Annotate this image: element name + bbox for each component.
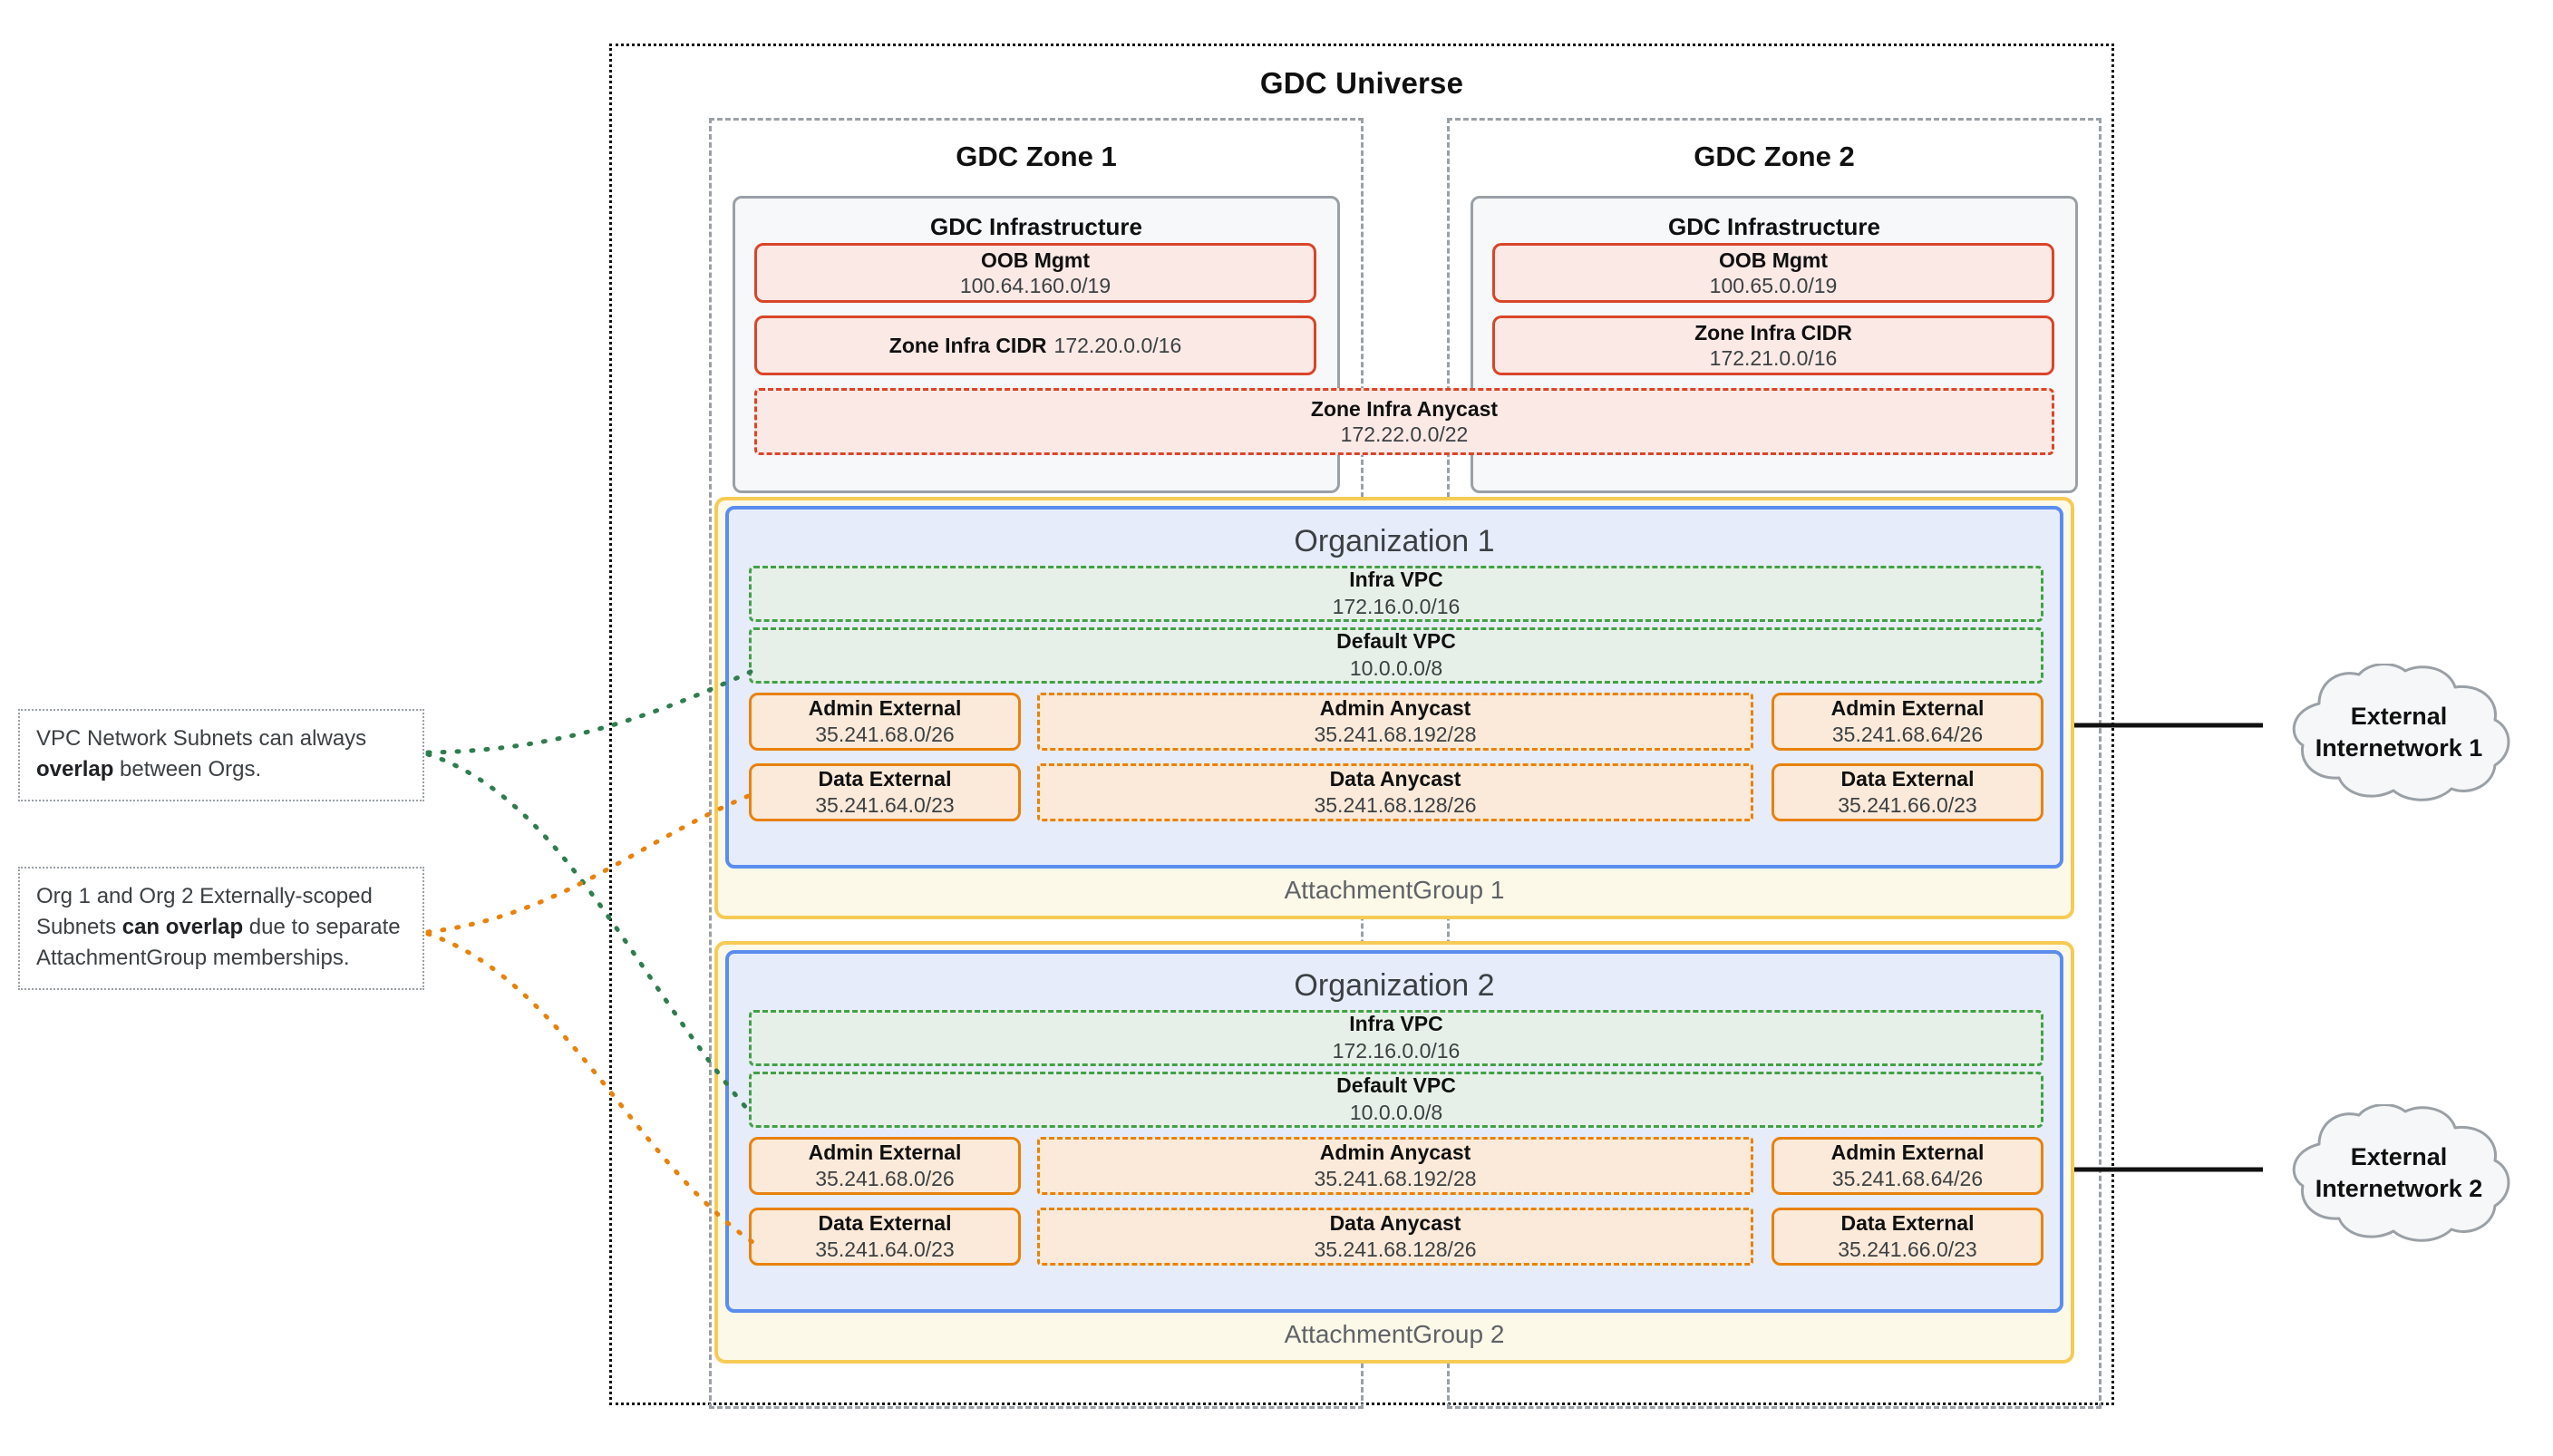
- callout-1-emphasis: overlap: [36, 757, 114, 782]
- callout-2-text-after: due to separate AttachmentGroup membersh…: [36, 915, 401, 971]
- attachment-group-2-label: AttachmentGroup 2: [1284, 1320, 1505, 1348]
- zone-infra-cidr-zone-2-cidr: 172.21.0.0/16: [1709, 346, 1838, 370]
- organization-2-data-anycast-label: Data Anycast: [1329, 1211, 1461, 1236]
- organization-1-default-vpc: Default VPC 10.0.0.0/8: [749, 627, 2043, 684]
- organization-1-data-external-right-cidr: 35.241.66.0/23: [1838, 793, 1977, 817]
- oob-mgmt-zone-1: OOB Mgmt 100.64.160.0/19: [754, 243, 1316, 303]
- organization-2-admin-external-left-cidr: 35.241.68.0/26: [815, 1167, 955, 1190]
- organization-2-data-external-right: Data External 35.241.66.0/23: [1772, 1208, 2043, 1266]
- organization-2-admin-external-right-cidr: 35.241.68.64/26: [1831, 1167, 1984, 1190]
- organization-2-data-anycast-cidr: 35.241.68.128/26: [1314, 1238, 1477, 1261]
- organization-2-admin-anycast-cidr: 35.241.68.192/28: [1314, 1167, 1477, 1190]
- organization-2-data-external-left-label: Data External: [818, 1211, 952, 1236]
- organization-2-infra-vpc-cidr: 172.16.0.0/16: [1332, 1039, 1461, 1063]
- organization-2-admin-external-left-label: Admin External: [808, 1141, 962, 1165]
- organization-1-admin-external-left-cidr: 35.241.68.0/26: [815, 723, 955, 746]
- organization-2-admin-external-left: Admin External 35.241.68.0/26: [749, 1137, 1021, 1195]
- cloud-icon: [2292, 1103, 2510, 1242]
- organization-2-default-vpc-label: Default VPC: [1336, 1073, 1456, 1098]
- organization-1-default-vpc-cidr: 10.0.0.0/8: [1349, 656, 1443, 680]
- zone-infra-cidr-zone-1: Zone Infra CIDR 172.20.0.0/16: [754, 315, 1316, 375]
- organization-1-infra-vpc: Infra VPC 172.16.0.0/16: [749, 566, 2043, 622]
- organization-2-default-vpc-cidr: 10.0.0.0/8: [1349, 1101, 1443, 1124]
- organization-1-admin-external-left-label: Admin External: [808, 696, 962, 721]
- organization-1-container: Organization 1 Infra VPC 172.16.0.0/16 D…: [725, 506, 2063, 869]
- cloud-icon: [2292, 663, 2510, 801]
- organization-1-admin-anycast: Admin Anycast 35.241.68.192/28: [1037, 693, 1753, 751]
- organization-2-data-external-left-cidr: 35.241.64.0/23: [815, 1238, 955, 1261]
- zone-infra-anycast-label: Zone Infra Anycast: [1310, 396, 1499, 421]
- zone-infra-cidr-zone-1-cidr: 172.20.0.0/16: [1053, 333, 1182, 357]
- organization-1-infra-vpc-cidr: 172.16.0.0/16: [1332, 595, 1461, 618]
- organization-1-data-external-right-label: Data External: [1840, 767, 1975, 791]
- oob-mgmt-zone-1-label: OOB Mgmt: [980, 248, 1091, 272]
- callout-1-text-after: between Orgs.: [113, 757, 262, 782]
- organization-1-admin-external-left: Admin External 35.241.68.0/26: [749, 693, 1021, 751]
- organization-1-data-external-left-label: Data External: [818, 767, 952, 791]
- organization-1-admin-external-right-label: Admin External: [1830, 696, 1985, 721]
- callout-1-text-before: VPC Network Subnets can always: [36, 726, 367, 751]
- organization-1-infra-vpc-label: Infra VPC: [1349, 568, 1443, 592]
- organization-1-data-external-left-cidr: 35.241.64.0/23: [815, 793, 955, 817]
- organization-2-data-anycast: Data Anycast 35.241.68.128/26: [1037, 1208, 1753, 1266]
- zone-infra-anycast-cidr: 172.22.0.0/22: [1340, 422, 1469, 446]
- organization-2-data-external-right-cidr: 35.241.66.0/23: [1838, 1238, 1977, 1261]
- zone-infra-anycast: Zone Infra Anycast 172.22.0.0/22: [754, 388, 2054, 455]
- organization-2-default-vpc: Default VPC 10.0.0.0/8: [749, 1072, 2043, 1128]
- callout-2-emphasis: can overlap: [121, 915, 244, 940]
- gdc-zone-2-title: GDC Zone 2: [1694, 141, 1855, 172]
- organization-1-admin-external-right-cidr: 35.241.68.64/26: [1831, 723, 1984, 746]
- organization-2-title: Organization 2: [1294, 968, 1495, 1003]
- organization-2-container: Organization 2 Infra VPC 172.16.0.0/16 D…: [725, 950, 2063, 1313]
- organization-1-title: Organization 1: [1294, 524, 1495, 558]
- oob-mgmt-zone-2: OOB Mgmt 100.65.0.0/19: [1492, 243, 2054, 303]
- organization-2-admin-external-right: Admin External 35.241.68.64/26: [1772, 1137, 2043, 1195]
- organization-1-default-vpc-label: Default VPC: [1336, 629, 1456, 654]
- gdc-infrastructure-zone-2-title: GDC Infrastructure: [1667, 213, 1881, 240]
- gdc-universe-title: GDC Universe: [1259, 66, 1464, 100]
- gdc-infrastructure-zone-1-title: GDC Infrastructure: [929, 213, 1143, 240]
- organization-1-admin-anycast-label: Admin Anycast: [1319, 696, 1471, 721]
- organization-1-data-anycast-label: Data Anycast: [1329, 767, 1461, 791]
- zone-infra-cidr-zone-1-label: Zone Infra CIDR: [888, 333, 1047, 357]
- oob-mgmt-zone-1-cidr: 100.64.160.0/19: [959, 274, 1111, 297]
- organization-1-data-anycast: Data Anycast 35.241.68.128/26: [1037, 763, 1753, 821]
- organization-1-data-anycast-cidr: 35.241.68.128/26: [1314, 793, 1477, 817]
- organization-2-data-external-left: Data External 35.241.64.0/23: [749, 1208, 1021, 1266]
- organization-1-data-external-left: Data External 35.241.64.0/23: [749, 763, 1021, 821]
- zone-infra-cidr-zone-2-label: Zone Infra CIDR: [1694, 320, 1852, 345]
- external-internetwork-2: External Internetwork 2: [2256, 1103, 2542, 1242]
- organization-1-admin-anycast-cidr: 35.241.68.192/28: [1314, 723, 1477, 746]
- organization-2-admin-anycast-label: Admin Anycast: [1319, 1141, 1471, 1165]
- callout-2-text-before: Org 1 and Org 2 Externally-scoped Subnet…: [36, 884, 373, 940]
- organization-1-data-external-right: Data External 35.241.66.0/23: [1772, 763, 2043, 821]
- organization-2-infra-vpc-label: Infra VPC: [1349, 1012, 1443, 1036]
- external-internetwork-1: External Internetwork 1: [2256, 663, 2542, 801]
- gdc-zone-1-title: GDC Zone 1: [956, 141, 1117, 172]
- organization-2-data-external-right-label: Data External: [1840, 1211, 1975, 1236]
- callout-external-subnet-overlap: Org 1 and Org 2 Externally-scoped Subnet…: [18, 867, 424, 991]
- organization-1-admin-external-right: Admin External 35.241.68.64/26: [1772, 693, 2043, 751]
- zone-infra-cidr-zone-2: Zone Infra CIDR 172.21.0.0/16: [1492, 315, 2054, 375]
- oob-mgmt-zone-2-cidr: 100.65.0.0/19: [1709, 274, 1838, 297]
- attachment-group-1-label: AttachmentGroup 1: [1284, 876, 1505, 904]
- organization-2-admin-anycast: Admin Anycast 35.241.68.192/28: [1037, 1137, 1753, 1195]
- organization-2-infra-vpc: Infra VPC 172.16.0.0/16: [749, 1010, 2043, 1066]
- organization-2-admin-external-right-label: Admin External: [1830, 1141, 1985, 1165]
- oob-mgmt-zone-2-label: OOB Mgmt: [1718, 248, 1829, 272]
- callout-vpc-subnet-overlap: VPC Network Subnets can always overlap b…: [18, 709, 424, 802]
